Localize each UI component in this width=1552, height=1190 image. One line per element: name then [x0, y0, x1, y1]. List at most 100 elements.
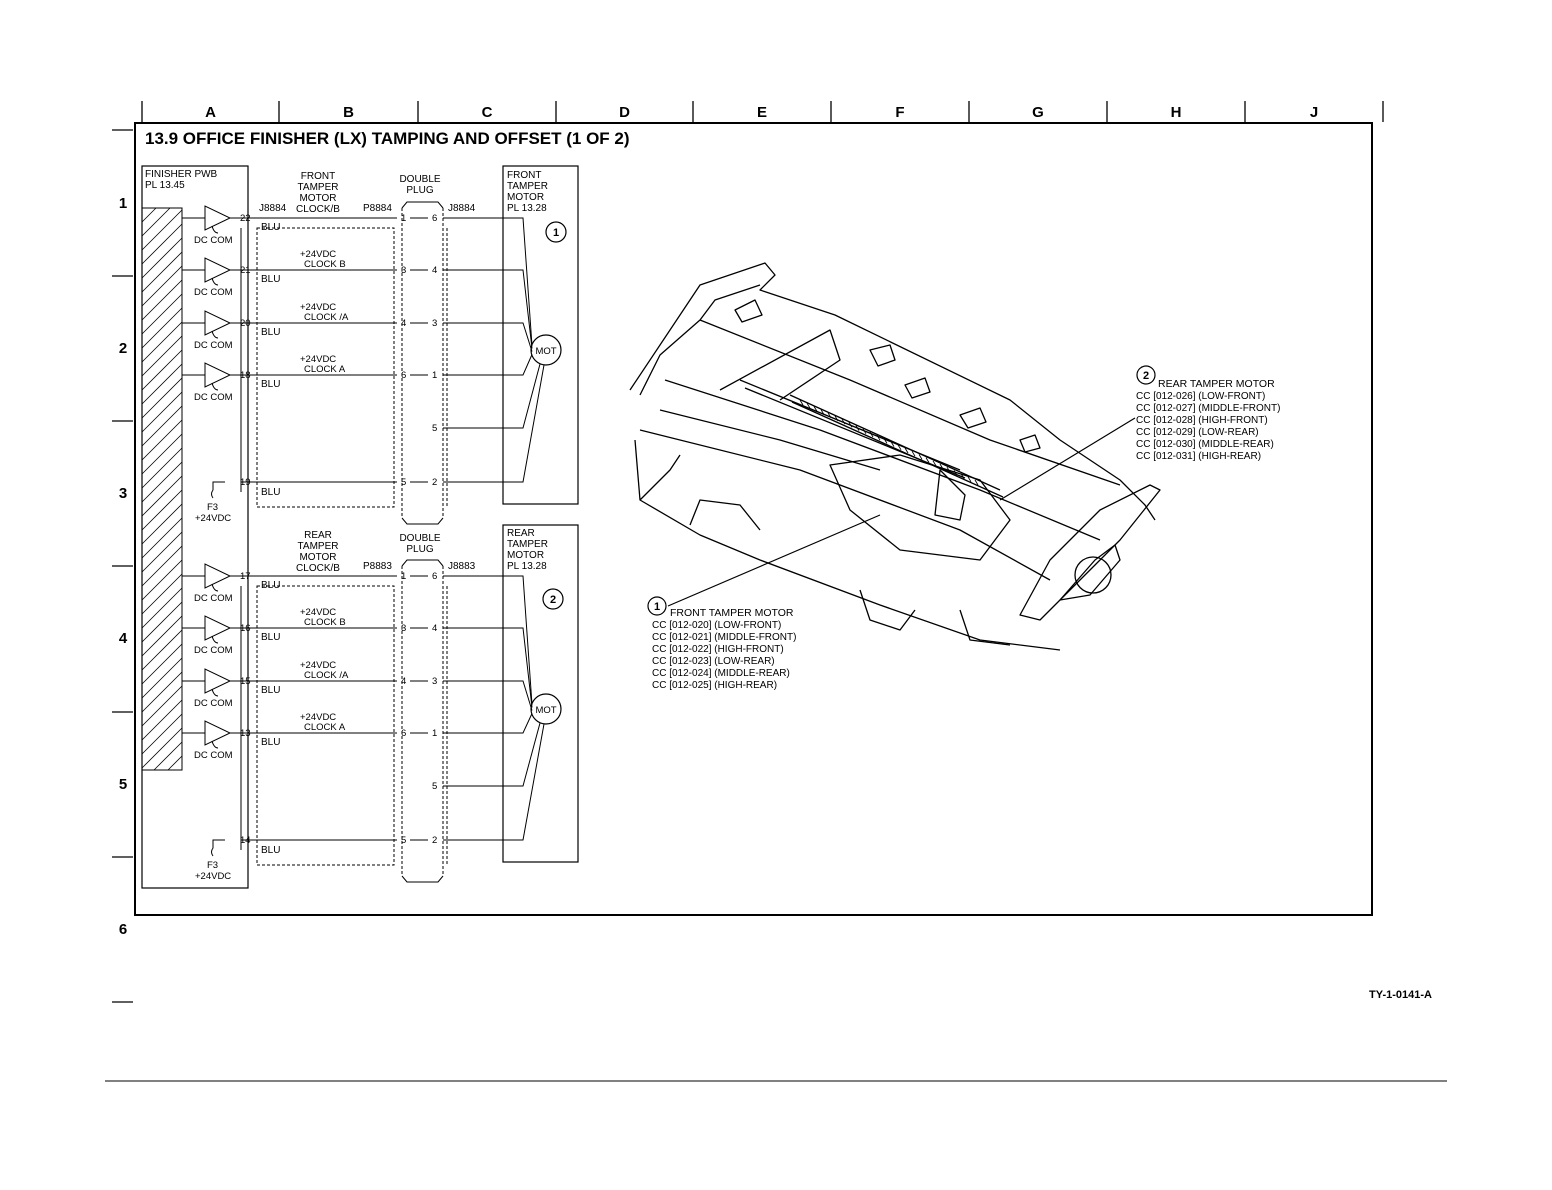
finisher-pwb-name: FINISHER PWB: [145, 169, 218, 180]
dc-com-label: DC COM: [194, 593, 233, 604]
rear-tamper-callout: 2 REAR TAMPER MOTOR CC [012-026] (LOW-FR…: [1136, 365, 1280, 462]
illustration-outline: [934, 469, 966, 521]
wire-color: BLU: [261, 274, 280, 285]
rear-p-conn: P8883: [363, 561, 392, 572]
illustration-outline: [639, 429, 1051, 581]
wire-color: BLU: [261, 327, 280, 338]
front-callout-title: FRONT TAMPER MOTOR: [670, 607, 794, 619]
rear-callout-title: REAR TAMPER MOTOR: [1158, 378, 1275, 390]
plug-pin-5: 5: [432, 781, 437, 792]
pwb-pin: 21: [240, 265, 251, 276]
front-motor-label-3: MOTOR: [507, 192, 544, 203]
dc-com-label: DC COM: [194, 235, 233, 246]
plug-pin-right: 6: [432, 213, 437, 224]
illustration-outline: [664, 379, 1101, 541]
front-motor-callout: 1: [545, 221, 567, 243]
front-harness-label-2: TAMPER: [298, 182, 339, 193]
fuse-label: F3: [207, 502, 218, 513]
plug-pin-right: 3: [432, 676, 437, 687]
illustration-outline: [639, 454, 681, 501]
column-label: G: [1032, 104, 1044, 121]
rear-callout-line-2: CC [012-027] (MIDDLE-FRONT): [1136, 403, 1280, 414]
illustration-outline: [1074, 556, 1112, 594]
front-callout-leader: [667, 514, 881, 607]
front-callout-line-3: CC [012-022] (HIGH-FRONT): [652, 644, 784, 655]
front-harness-label-1: FRONT: [301, 171, 335, 182]
tamper-assembly-illustration: [629, 262, 1161, 651]
row-label: 4: [119, 630, 128, 647]
net-voltage: +24VDC: [300, 302, 336, 313]
rear-callout-line-3: CC [012-028] (HIGH-FRONT): [1136, 415, 1268, 426]
plug-pin-left: 1: [401, 213, 406, 224]
rear-harness-label-1: REAR: [304, 530, 332, 541]
net-voltage: +24VDC: [300, 607, 336, 618]
plug-pin-left: 5: [401, 835, 406, 846]
rear-callout-line-1: CC [012-026] (LOW-FRONT): [1136, 391, 1265, 402]
plug-pin-5: 5: [432, 423, 437, 434]
rear-plug-label-2: PLUG: [406, 544, 433, 555]
front-harness-labels: FRONT TAMPER MOTOR CLOCK/B J8884 P8884 D…: [259, 170, 548, 215]
front-plug-label-1: DOUBLE: [399, 174, 440, 185]
diagram-title: 13.9 OFFICE FINISHER (LX) TAMPING AND OF…: [145, 129, 630, 148]
column-label: C: [482, 104, 493, 121]
pwb-pin: 16: [240, 623, 251, 634]
pwb-pin: 13: [240, 728, 251, 739]
illustration-outline: [959, 407, 987, 429]
front-callout-line-1: CC [012-020] (LOW-FRONT): [652, 620, 781, 631]
net-signal: CLOCK /A: [304, 312, 349, 323]
plug-pin-left: 6: [401, 728, 406, 739]
rear-motor-label-2: TAMPER: [507, 539, 548, 550]
illustration-outline: [829, 454, 1011, 561]
plug-pin-left: 4: [401, 318, 406, 329]
wire-color: BLU: [261, 737, 280, 748]
rear-harness-labels: REAR TAMPER MOTOR CLOCK/B P8883 DOUBLE P…: [296, 528, 548, 574]
dc-com-label: DC COM: [194, 645, 233, 656]
plug-pin-left: 3: [401, 265, 406, 276]
plug-pin-right: 1: [432, 370, 437, 381]
pwb-pin: 18: [240, 370, 251, 381]
wire-color: BLU: [261, 222, 280, 233]
plug-pin-left: 3: [401, 623, 406, 634]
illustration-outline: [904, 377, 931, 399]
figure-reference: TY-1-0141-A: [1369, 989, 1432, 1001]
net-signal: CLOCK A: [304, 364, 346, 375]
rear-plug-label-1: DOUBLE: [399, 533, 440, 544]
plug-pin-left: 6: [401, 370, 406, 381]
illustration-outline: [689, 499, 761, 531]
net-signal: CLOCK /A: [304, 670, 349, 681]
rear-harness-label-4: CLOCK/B: [296, 563, 340, 574]
plug-pin-right: 6: [432, 571, 437, 582]
row-label: 2: [119, 340, 127, 357]
row-label: 1: [119, 195, 127, 212]
rear-motor-callout: 2: [542, 588, 564, 610]
dc-com-label: DC COM: [194, 392, 233, 403]
illustration-outline: [1059, 544, 1121, 601]
rear-callout-line-5: CC [012-030] (MIDDLE-REAR): [1136, 439, 1274, 450]
fuse-voltage: +24VDC: [195, 871, 231, 882]
illustration-outline: [629, 262, 1156, 521]
front-callout-line-6: CC [012-025] (HIGH-REAR): [652, 680, 777, 691]
dc-com-label: DC COM: [194, 698, 233, 709]
rear-motor-label-3: MOTOR: [507, 550, 544, 561]
rear-callout-line-6: CC [012-031] (HIGH-REAR): [1136, 451, 1261, 462]
net-voltage: +24VDC: [300, 712, 336, 723]
grid-frame: [112, 101, 1384, 1003]
illustration-outline: [959, 609, 1011, 646]
front-callout-line-2: CC [012-021] (MIDDLE-FRONT): [652, 632, 796, 643]
net-voltage: +24VDC: [300, 660, 336, 671]
fuse-voltage: +24VDC: [195, 513, 231, 524]
rear-callout-line-4: CC [012-029] (LOW-REAR): [1136, 427, 1259, 438]
net-signal: CLOCK A: [304, 722, 346, 733]
net-voltage: +24VDC: [300, 249, 336, 260]
fuse-label: F3: [207, 860, 218, 871]
front-j-left: J8884: [259, 203, 287, 214]
pwb-pin: 19: [240, 477, 251, 488]
illustration-outline: [789, 394, 1004, 498]
wire-color: BLU: [261, 580, 280, 591]
plug-pin-right: 4: [432, 265, 437, 276]
illustration-outline: [869, 344, 896, 367]
